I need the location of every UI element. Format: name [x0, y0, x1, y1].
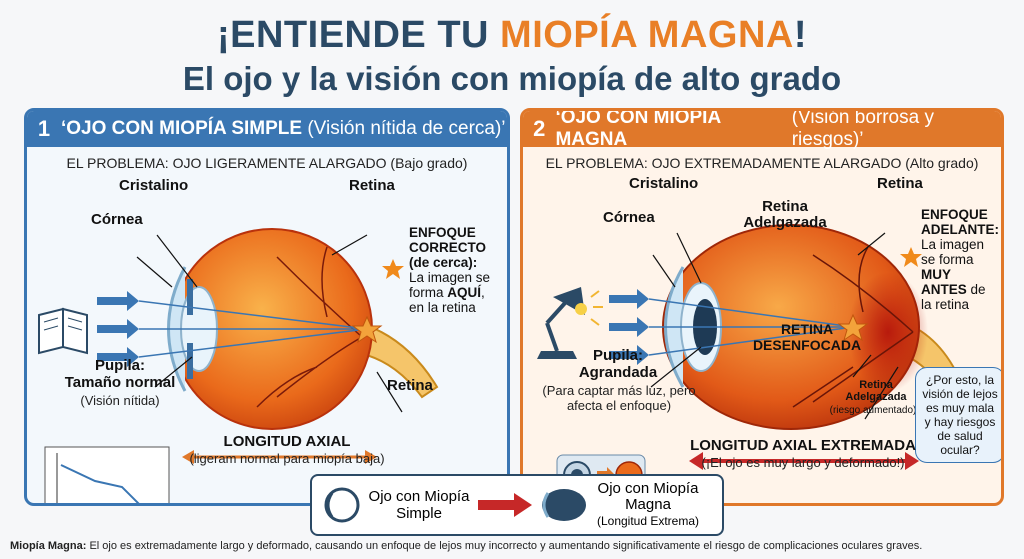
legend-simple: Ojo con Miopía Simple	[368, 488, 470, 522]
legend-magna: Ojo con Miopía Magna (Longitud Extrema)	[596, 480, 700, 529]
label-retina-thin: Retina Adelgazada	[743, 198, 827, 231]
panel-heading: ‘OJO CON MIOPÍA MAGNA	[555, 108, 721, 150]
focus-star-icon	[837, 313, 869, 342]
lamp-icon	[537, 287, 603, 359]
eye-simple-icon	[324, 487, 360, 523]
panel-simple-myopia: 1 ‘OJO CON MIOPÍA SIMPLE (Visión nítida …	[24, 108, 510, 506]
focus-title: ENFOQUE CORRECTO (de cerca):	[409, 225, 487, 270]
axial-length: LONGITUD AXIAL(ligeram normal para miopí…	[189, 433, 385, 466]
label-retina-bottom: Retina	[387, 377, 433, 394]
label-retina-blur: RETINA DESENFOCADA	[752, 321, 862, 353]
label-retina-top: Retina	[877, 175, 923, 192]
focus-star-icon	[351, 315, 383, 344]
label-retina-top: Retina	[349, 177, 395, 194]
panel-header: 1 ‘OJO CON MIOPÍA SIMPLE (Visión nítida …	[27, 111, 507, 147]
panel-heading: ‘OJO CON MIOPÍA SIMPLE	[61, 118, 303, 139]
axial-length: LONGITUD AXIAL EXTREMADA(¡El ojo es muy …	[690, 437, 916, 470]
star-icon	[900, 247, 922, 267]
label-cristalino: Cristalino	[629, 175, 699, 192]
book-icon	[38, 307, 88, 355]
label-cristalino: Cristalino	[119, 177, 189, 194]
panel-high-myopia: 2 ‘OJO CON MIOPÍA MAGNA (Visión borrosa …	[520, 108, 1004, 506]
title-accent: MIOPÍA MAGNA	[500, 14, 794, 56]
problem-text: EL PROBLEMA: OJO LIGERAMENTE ALARGADO (B…	[66, 155, 468, 171]
question-bubble: ¿Por esto, la visión de lejos es muy mal…	[915, 367, 1001, 463]
panel-number: 1	[37, 116, 51, 141]
panel-heading-paren: (Visión nítida de cerca)’	[307, 118, 506, 139]
panel-heading-paren: (Visión borrosa y riesgos)’	[791, 108, 934, 150]
eye-magna-icon	[542, 489, 586, 521]
label-risk: (riesgo aumentado)	[829, 405, 917, 416]
label-pupila: Pupila:Agrandada	[578, 347, 658, 381]
blur-graph-icon	[44, 446, 170, 503]
label-retina-thin-2: Retina Adelgazada	[845, 379, 907, 403]
panel-header: 2 ‘OJO CON MIOPÍA MAGNA (Visión borrosa …	[523, 111, 1001, 150]
star-icon	[382, 259, 404, 279]
focus-note: ENFOQUE ADELANTE: La imagen se forma MUY…	[921, 207, 999, 312]
focus-note: ENFOQUE CORRECTO (de cerca): La imagen s…	[409, 225, 491, 315]
label-pupila-note: (Para captar más luz, pero afecta el enf…	[542, 383, 696, 413]
comparison-legend: Ojo con Miopía Simple Ojo con Miopía Mag…	[310, 474, 724, 536]
problem-text: EL PROBLEMA: OJO EXTREMADAMENTE ALARGADO…	[545, 155, 979, 171]
panel-number: 2	[533, 116, 546, 141]
focus-title: ENFOQUE ADELANTE:	[921, 207, 999, 237]
page-subtitle: El ojo y la visión con miopía de alto gr…	[182, 60, 842, 97]
footer-note: Miopía Magna: El ojo es extremadamente l…	[10, 540, 923, 552]
label-cornea: Córnea	[603, 209, 655, 226]
label-pupila: Pupila:Tamaño normal	[64, 357, 176, 391]
label-pupila-note: (Visión nítida)	[80, 393, 160, 408]
label-cornea: Córnea	[91, 211, 143, 228]
eye-diagram-simple	[38, 228, 439, 503]
arrow-right-icon	[478, 493, 532, 517]
page-title: ¡ENTIENDE TU MIOPÍA MAGNA!	[216, 14, 808, 56]
